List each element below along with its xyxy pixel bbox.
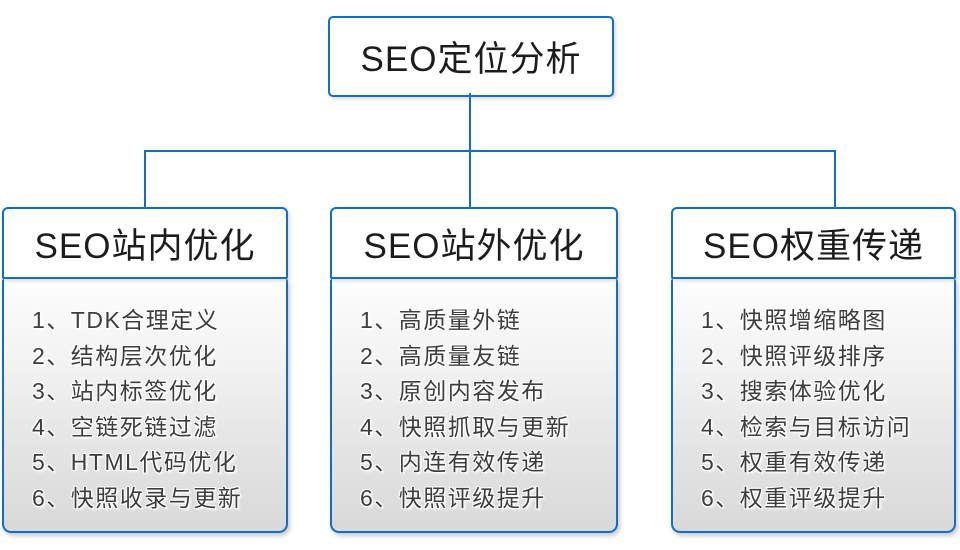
connector-root-drop (469, 93, 471, 152)
branch-header-onsite: SEO站内优化 (2, 207, 288, 279)
branch-title: SEO站外优化 (363, 226, 585, 266)
list-item: 5、权重有效传递 (701, 449, 887, 475)
list-item: 2、高质量友链 (360, 342, 522, 369)
list-item: 3、原创内容发布 (360, 378, 546, 404)
connector-drop-right (834, 150, 836, 207)
branch-list-onsite: 1、TDK合理定义 2、结构层次优化 3、站内标签优化 4、空链死链过滤 5、H… (2, 279, 288, 533)
list-item: 1、TDK合理定义 (32, 307, 220, 333)
list-item: 3、站内标签优化 (32, 378, 218, 404)
list-item: 5、内连有效传递 (360, 449, 546, 475)
list-item: 5、HTML代码优化 (32, 449, 238, 475)
connector-drop-middle (469, 150, 471, 207)
branch-list-offsite: 1、高质量外链 2、高质量友链 3、原创内容发布 4、快照抓取与更新 5、内连有… (330, 279, 618, 533)
connector-drop-left (144, 150, 146, 207)
list-item: 6、权重评级提升 (701, 484, 887, 511)
branch-header-offsite: SEO站外优化 (330, 207, 618, 279)
list-item: 2、快照评级排序 (701, 342, 887, 369)
list-item: 4、空链死链过滤 (32, 413, 218, 440)
root-node: SEO定位分析 (328, 16, 614, 97)
branch-header-weight: SEO权重传递 (671, 207, 956, 279)
branch-list-weight: 1、快照增缩略图 2、快照评级排序 3、搜索体验优化 4、检索与目标访问 5、权… (671, 279, 956, 533)
branch-title: SEO站内优化 (34, 226, 256, 266)
connector-horizontal (144, 150, 836, 152)
branch-title: SEO权重传递 (703, 226, 924, 266)
list-item: 1、高质量外链 (360, 307, 522, 333)
list-item: 4、检索与目标访问 (701, 413, 912, 440)
list-item: 2、结构层次优化 (32, 342, 218, 369)
branch-panel-weight: SEO权重传递 1、快照增缩略图 2、快照评级排序 3、搜索体验优化 4、检索与… (671, 207, 956, 533)
list-item: 4、快照抓取与更新 (360, 413, 571, 440)
root-title: SEO定位分析 (360, 40, 582, 79)
list-item: 6、快照收录与更新 (32, 484, 243, 511)
branch-panel-offsite: SEO站外优化 1、高质量外链 2、高质量友链 3、原创内容发布 4、快照抓取与… (330, 207, 618, 533)
list-item: 1、快照增缩略图 (701, 307, 887, 333)
branch-panel-onsite: SEO站内优化 1、TDK合理定义 2、结构层次优化 3、站内标签优化 4、空链… (2, 207, 288, 533)
list-item: 3、搜索体验优化 (701, 378, 887, 404)
list-item: 6、快照评级提升 (360, 484, 546, 511)
